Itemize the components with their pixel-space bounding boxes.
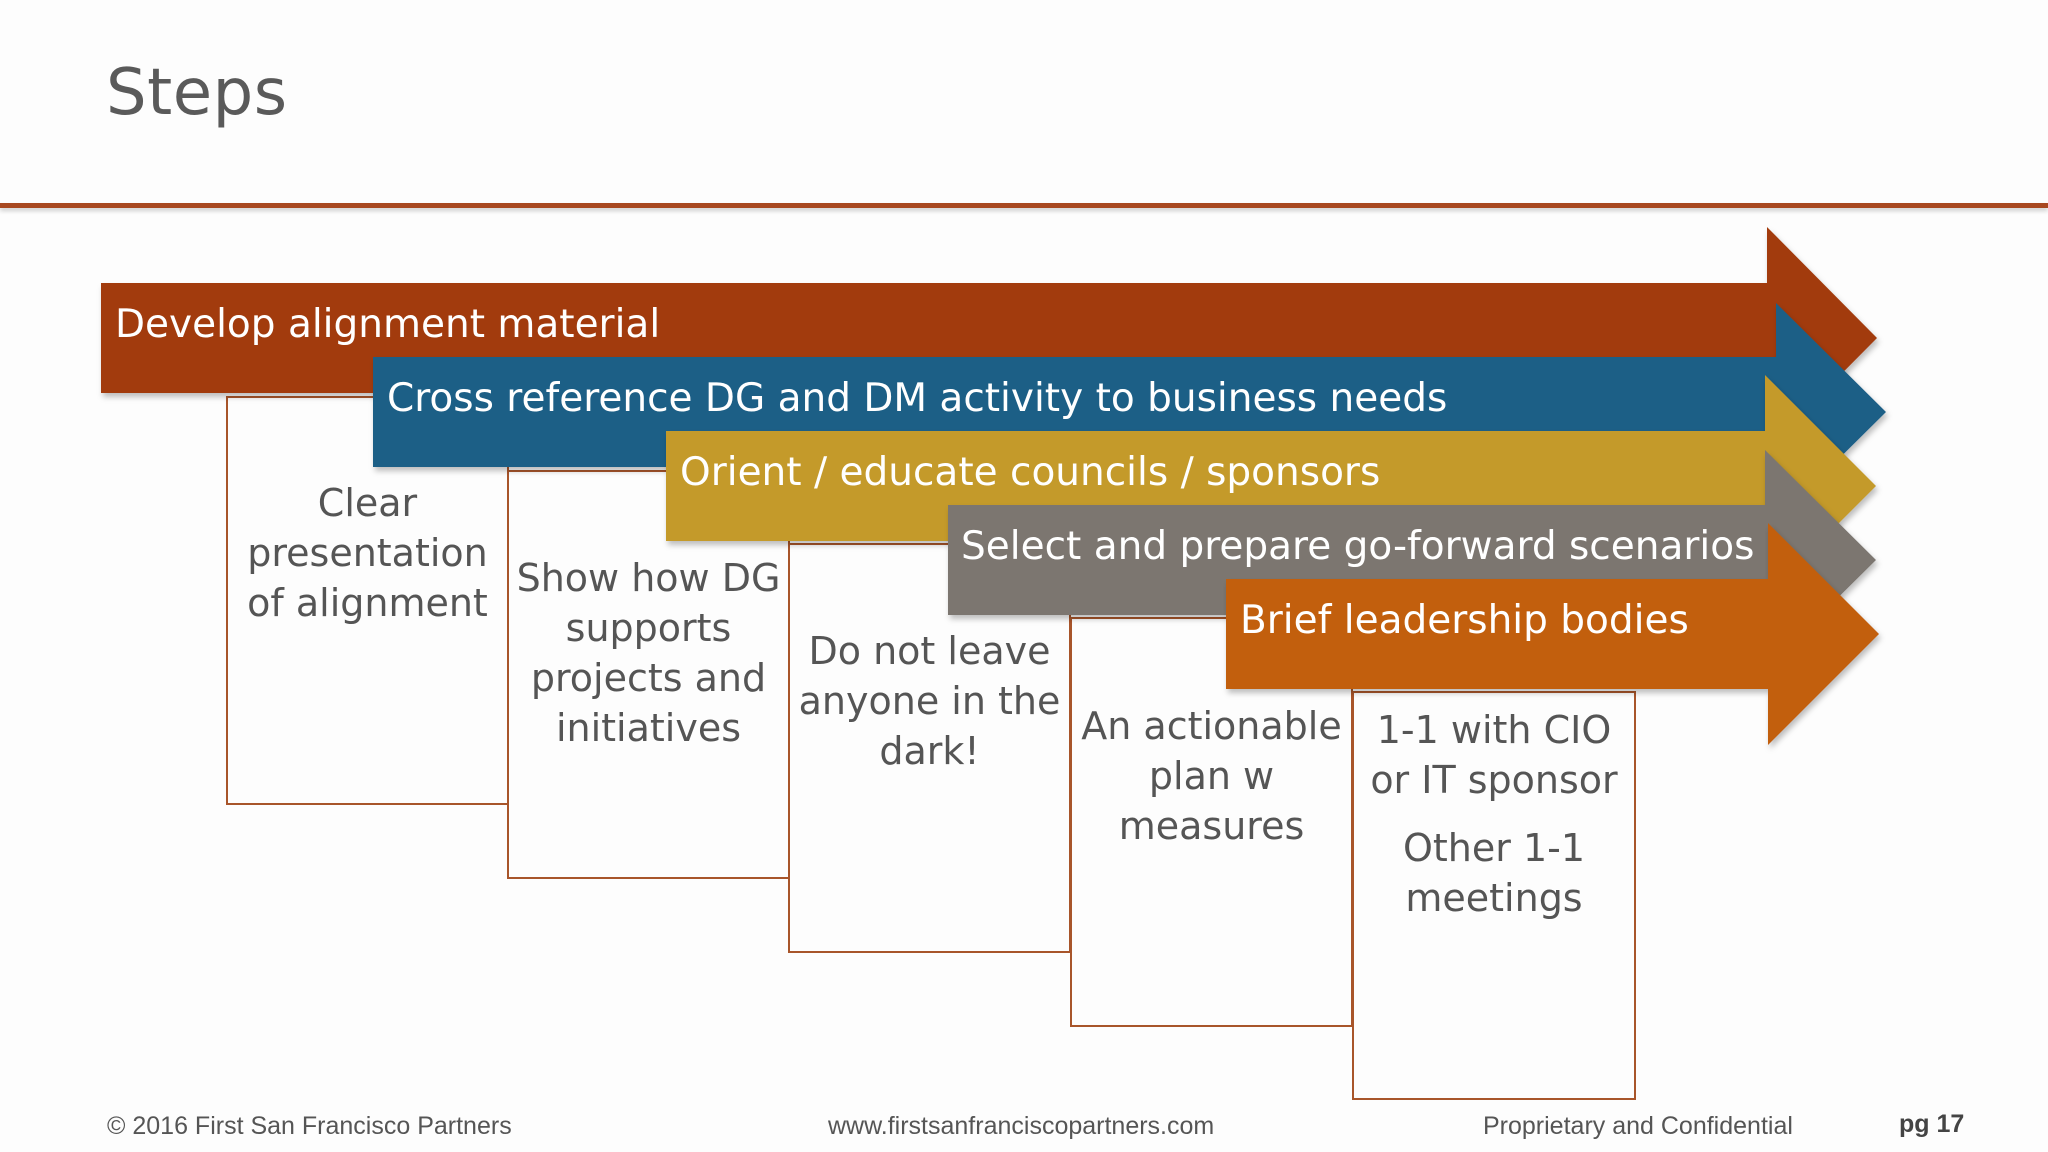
step-box-2-text: Show how DG supports projects and initia… bbox=[511, 553, 786, 771]
step-arrow-1-label: Develop alignment material bbox=[115, 302, 661, 347]
step-box-1-text: Clear presentation of alignment bbox=[230, 478, 505, 646]
step-arrow-3 bbox=[666, 375, 1876, 597]
step-box-5-line-2: Other 1-1 meetings bbox=[1402, 826, 1586, 920]
step-box-5-text: 1-1 with CIO or IT sponsor Other 1-1 mee… bbox=[1356, 705, 1632, 941]
step-arrow-5 bbox=[1226, 523, 1879, 745]
footer-confidential: Proprietary and Confidential bbox=[1483, 1112, 1793, 1140]
step-arrow-1 bbox=[101, 227, 1877, 449]
step-arrow-3-label: Orient / educate councils / sponsors bbox=[680, 450, 1381, 495]
step-box-4-line: An actionable plan w measures bbox=[1081, 704, 1342, 848]
footer-website[interactable]: www.firstsanfranciscopartners.com bbox=[828, 1112, 1215, 1140]
footer-copyright: © 2016 First San Francisco Partners bbox=[107, 1112, 512, 1140]
footer-page-number: pg 17 bbox=[1899, 1110, 1965, 1138]
step-box-5-line-1: 1-1 with CIO or IT sponsor bbox=[1370, 708, 1618, 802]
step-box-4-text: An actionable plan w measures bbox=[1074, 701, 1349, 869]
step-arrow-5-label: Brief leadership bodies bbox=[1240, 598, 1689, 643]
step-box-1-line: Clear presentation of alignment bbox=[247, 481, 488, 625]
step-box-5 bbox=[1352, 691, 1636, 1100]
slide-title: Steps bbox=[106, 56, 288, 130]
title-divider bbox=[0, 203, 2048, 208]
step-arrow-2-label: Cross reference DG and DM activity to bu… bbox=[387, 376, 1448, 421]
step-box-2-line: Show how DG supports projects and initia… bbox=[516, 556, 781, 750]
step-arrow-4-label: Select and prepare go-forward scenarios bbox=[961, 524, 1755, 569]
step-box-3-line: Do not leave anyone in the dark! bbox=[798, 629, 1061, 773]
step-box-3-text: Do not leave anyone in the dark! bbox=[792, 626, 1067, 794]
